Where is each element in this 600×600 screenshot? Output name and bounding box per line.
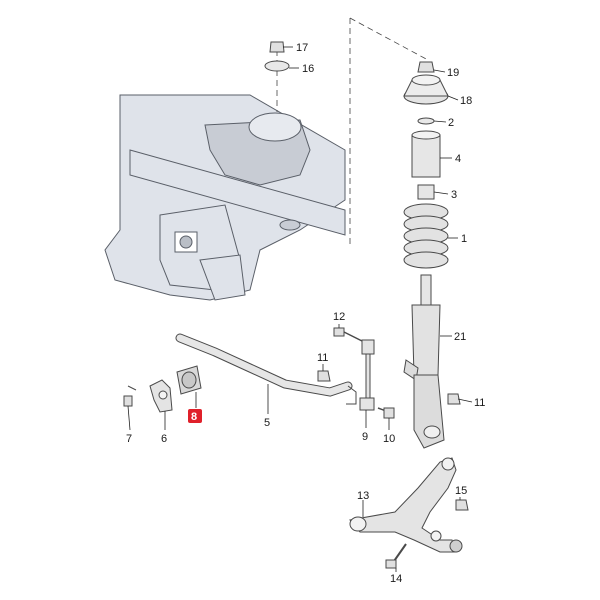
boot-4 (411, 134, 441, 178)
washer-2 (417, 117, 435, 125)
callout-13: 13 (357, 490, 369, 502)
callout-15: 15 (455, 485, 467, 497)
callout-19: 19 (447, 67, 459, 79)
bolt-12 (333, 327, 365, 343)
callout-6: 6 (161, 433, 167, 445)
coil-spring-1 (403, 203, 449, 269)
nut-17 (269, 41, 285, 53)
control-arm-13 (349, 457, 463, 553)
stabilizer-bar-5 (175, 333, 357, 405)
callout-7: 7 (126, 433, 132, 445)
callout-5: 5 (264, 417, 270, 429)
nut-15 (455, 499, 469, 511)
bolt-7 (123, 385, 137, 407)
callout-9: 9 (362, 431, 368, 443)
washer-16 (264, 60, 290, 72)
callout-11-right: 11 (474, 397, 485, 409)
callout-18: 18 (460, 95, 472, 107)
callout-21: 21 (454, 331, 466, 343)
nut-19 (417, 61, 435, 73)
callout-10: 10 (383, 433, 395, 445)
nut-11b (447, 393, 461, 405)
callout-2: 2 (448, 117, 454, 129)
callout-labels: 17 16 19 18 2 4 3 1 21 11 12 11 10 9 5 6… (126, 42, 485, 585)
callout-8: 8 (191, 411, 197, 423)
subframe (104, 94, 346, 301)
assembly-guide-lines (276, 17, 429, 245)
callout-17: 17 (296, 42, 308, 54)
callout-3: 3 (451, 189, 457, 201)
top-hardware (264, 41, 290, 72)
strut-21 (403, 274, 445, 449)
callout-1: 1 (461, 233, 467, 245)
part-8-highlight (188, 409, 202, 423)
callout-12: 12 (333, 311, 345, 323)
coupling-rod-9 (359, 339, 375, 411)
bushing-8 (176, 365, 202, 395)
callout-16: 16 (302, 63, 314, 75)
callout-14: 14 (390, 573, 402, 585)
clamp-6 (149, 379, 173, 413)
callout-11-left: 11 (317, 352, 328, 364)
nut-11a (317, 370, 331, 382)
callout-4: 4 (455, 153, 461, 165)
bump-stop-3 (417, 184, 435, 200)
leader-lines (127, 46, 473, 572)
bolt-10 (377, 407, 395, 419)
strut-assembly (403, 61, 449, 449)
bolt-14 (385, 543, 407, 569)
